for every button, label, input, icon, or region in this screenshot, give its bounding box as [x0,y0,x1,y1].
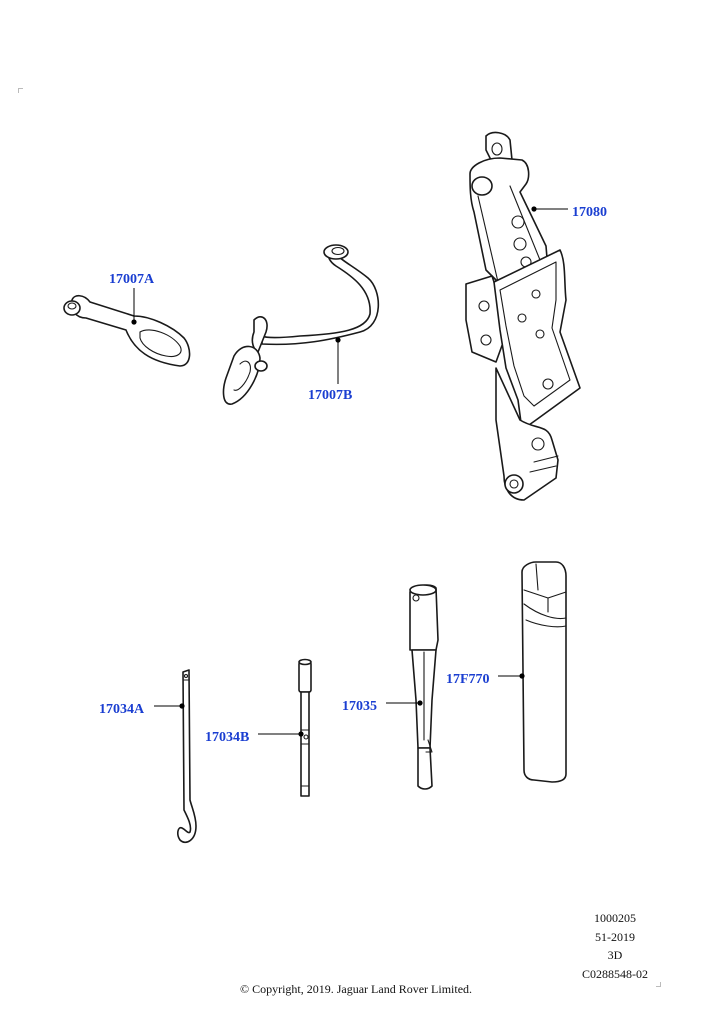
callout-17080[interactable]: 17080 [572,205,607,220]
info-line-3: 3D [607,948,623,962]
leader-17080 [531,206,568,212]
info-line-4: C0288548-02 [582,966,648,981]
part-17034a-hooked-rod[interactable] [177,669,197,844]
info-line-1: 1000205 [594,911,636,925]
callout-17007a[interactable]: 17007A [109,272,155,287]
leader-17007b [335,337,341,384]
copyright-notice: © Copyright, 2019. Jaguar Land Rover Lim… [239,982,473,996]
leader-17035 [386,700,423,706]
part-17007b-bent-rod[interactable] [222,244,380,405]
part-17f770-tool-storage-bag[interactable] [521,561,567,783]
leader-17034a [154,703,185,709]
part-17034b-extension-rod[interactable] [298,658,312,797]
callout-17035[interactable]: 17035 [342,699,377,714]
callout-17f770[interactable]: 17F770 [446,672,490,687]
leader-17034b [258,731,304,737]
part-17080-scissor-jack[interactable] [465,131,581,501]
callout-17034b[interactable]: 17034B [205,730,249,745]
part-17035-wheel-brace[interactable] [409,584,439,790]
callout-17034a[interactable]: 17034A [99,702,145,717]
callout-17007b[interactable]: 17007B [308,388,352,403]
corner-mark-bottom-right [656,982,661,987]
leader-17007a [131,288,137,325]
info-block: 1000205 51-2019 3D C0288548-02 [570,909,660,983]
part-17007a-towing-hook[interactable] [63,294,191,367]
leader-17f770 [498,673,525,679]
info-line-2: 51-2019 [595,929,635,944]
corner-mark-top-left [18,88,23,93]
